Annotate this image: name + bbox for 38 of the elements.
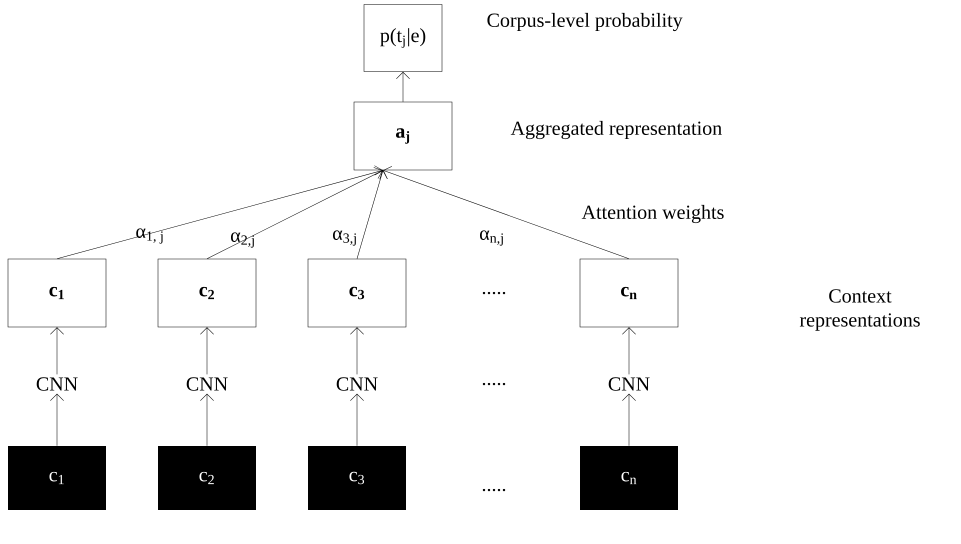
representation-box: a$_{j}$ [354, 102, 452, 170]
output-box: p(t$_{j}$|e) [364, 4, 442, 72]
edge-label: α$_{n,j}$ [480, 230, 503, 246]
arrow [206, 167, 383, 259]
input-box: c$_{2}$ [158, 446, 256, 510]
input-box: c$_{n}$ [580, 446, 678, 510]
annotation-text: Aggregated representation [510, 120, 722, 140]
edge-label: α$_{3,j}$ [333, 230, 356, 246]
representation-box: c$_{2}$ [158, 258, 256, 328]
arrow [622, 394, 636, 446]
arrow [50, 394, 64, 446]
arrow [200, 327, 214, 375]
arrow [56, 165, 383, 259]
arrow [50, 327, 64, 375]
representation-box: c$_{n}$ [580, 258, 678, 328]
arrow [396, 72, 410, 102]
arrow [622, 327, 636, 375]
representation-box: c$_{1}$ [8, 258, 106, 328]
annotation-text: Corpus-level probability [487, 12, 683, 32]
annotation-text: Attention weights [582, 204, 724, 224]
layer-label: CNN [608, 377, 650, 391]
arrow [350, 394, 364, 446]
layer-label: CNN [186, 377, 228, 391]
ellipsis: ..... [482, 382, 506, 386]
arrow [200, 394, 214, 446]
arrow [356, 170, 388, 259]
arrow [383, 166, 630, 259]
edge-label: α$_{1, j}$ [136, 228, 163, 244]
layer-label: CNN [36, 377, 78, 391]
input-box: c$_{3}$ [308, 446, 406, 510]
layer-label: CNN [336, 377, 378, 391]
edge-label: α$_{2,j}$ [231, 232, 254, 248]
input-box: c$_{1}$ [8, 446, 106, 510]
ellipsis: ..... [482, 488, 506, 492]
arrow [350, 327, 364, 375]
annotation-text: Context representations [800, 289, 920, 331]
ellipsis: ..... [482, 292, 506, 294]
representation-box: c$_{3}$ [308, 258, 406, 328]
